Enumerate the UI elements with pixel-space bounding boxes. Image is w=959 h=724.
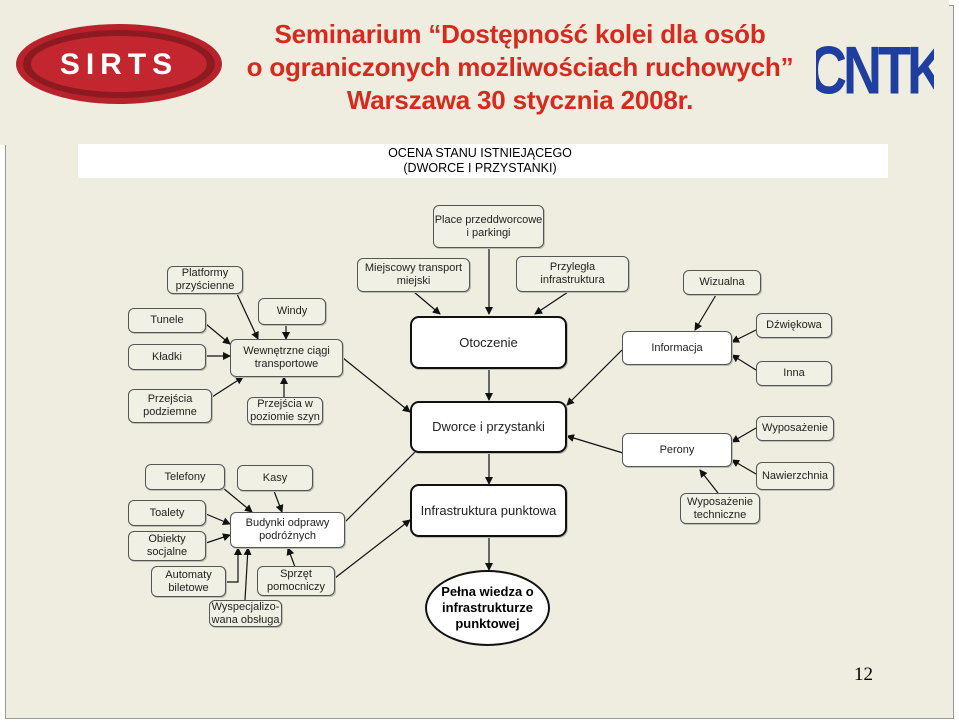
node-wyspecjalizowana: Wyspecjalizo-wana obsługa <box>209 600 282 627</box>
node-tunele: Tunele <box>128 308 206 333</box>
link-sprzet-infra <box>334 519 411 579</box>
node-telefony: Telefony <box>145 464 225 490</box>
link-tunele-wewnetrzne <box>205 323 231 345</box>
diagram-title-line-1: OCENA STANU ISTNIEJĄCEGO <box>388 146 572 160</box>
node-wyposazenie-techniczne: Wyposażenie techniczne <box>680 493 760 524</box>
node-platformy: Platformy przyścienne <box>167 266 243 294</box>
node-nawierzchnia: Nawierzchnia <box>756 462 834 490</box>
node-automaty: Automaty biletowe <box>151 566 226 597</box>
node-kasy: Kasy <box>237 465 313 491</box>
node-pelna-wiedza: Pełna wiedza o infrastrukturze punktowej <box>425 570 550 646</box>
link-przylegla-otoczenie <box>534 291 569 315</box>
link-perony-dworce <box>566 434 624 454</box>
node-przejscia-podziemne: Przejścia podziemne <box>128 389 212 423</box>
node-przejscia-szyn: Przejścia w poziomie szyn <box>247 397 323 425</box>
link-budynki-dworce <box>344 441 426 523</box>
seminar-line-2: o ograniczonych możliwościach ruchowych” <box>246 52 794 82</box>
link-sprzet-budynki <box>286 547 296 568</box>
node-otoczenie: Otoczenie <box>410 316 567 369</box>
node-wewnetrzne: Wewnętrzne ciągi transportowe <box>230 339 343 377</box>
node-wizualna: Wizualna <box>683 270 761 295</box>
link-obiekty-budynki <box>205 533 231 544</box>
link-miejscowy-otoczenie <box>413 291 441 315</box>
svg-text:SIRTS: SIRTS <box>60 48 178 81</box>
node-wyposazenie: Wyposażenie <box>756 416 834 441</box>
link-nawierzchnia-perony <box>731 459 757 475</box>
node-obiekty: Obiekty socjalne <box>128 531 206 561</box>
node-toalety: Toalety <box>128 500 206 526</box>
page-number: 12 <box>854 664 873 685</box>
link-wewnetrzne-dworce <box>342 357 411 413</box>
diagram-title: OCENA STANU ISTNIEJĄCEGO (DWORCE I PRZYS… <box>300 146 660 176</box>
link-dzwiekowa-informacja <box>731 329 757 343</box>
seminar-title: Seminarium “Dostępność kolei dla osób o … <box>230 18 810 117</box>
node-windy: Windy <box>258 298 326 325</box>
link-wizualna-informacja <box>694 294 717 331</box>
node-miejscowy: Miejscowy transport miejski <box>357 258 470 292</box>
link-informacja-dworce <box>566 349 623 406</box>
link-automaty-budynki <box>226 547 242 583</box>
node-sprzet: Sprzęt pomocniczy <box>257 566 335 596</box>
link-toalety-budynki <box>205 513 231 525</box>
node-budynki: Budynki odprawy podróżnych <box>230 512 345 548</box>
node-dworce: Dworce i przystanki <box>410 401 567 453</box>
node-dzwiekowa: Dźwiękowa <box>756 313 832 338</box>
diagram-title-line-2: (DWORCE I PRZYSTANKI) <box>403 161 557 175</box>
node-infrastruktura-punktowa: Infrastruktura punktowa <box>410 484 567 537</box>
link-inna-informacja <box>731 354 757 371</box>
link-techniczne-perony <box>699 469 719 494</box>
node-przylegla: Przyległa infrastruktura <box>516 256 629 292</box>
link-podziemne-wewnetrzne <box>211 376 244 398</box>
link-wyposazenie-perony <box>731 427 757 443</box>
link-kasy-budynki <box>273 490 284 513</box>
sirts-logo: SIRTS <box>16 24 222 104</box>
seminar-line-3: Warszawa 30 stycznia 2008r. <box>346 85 694 115</box>
node-informacja: Informacja <box>622 331 732 365</box>
svg-text:CNTK: CNTK <box>816 33 934 108</box>
link-wyspecjalizowana-budynki <box>243 547 252 601</box>
title-band <box>78 144 888 178</box>
node-place: Place przeddworcowe i parkingi <box>433 205 544 248</box>
link-platformy-wewnetrzne <box>236 293 259 340</box>
node-perony: Perony <box>622 433 732 467</box>
seminar-line-1: Seminarium “Dostępność kolei dla osób <box>274 19 766 49</box>
node-kladki: Kładki <box>128 344 206 370</box>
cntk-logo: CNTK <box>816 33 934 108</box>
node-inna: Inna <box>756 361 832 386</box>
